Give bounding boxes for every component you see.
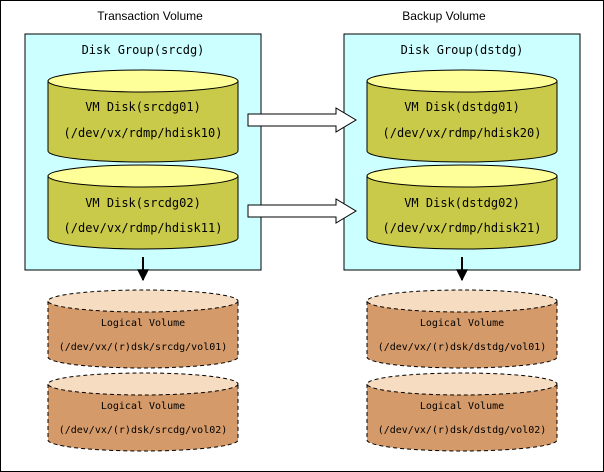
logical-volume-name: Logical Volume: [101, 318, 185, 329]
vm-disk-srcdg02: VM Disk(srcdg02) (/dev/vx/rdmp/hdisk11): [47, 164, 239, 250]
logical-volume-path: (/dev/vx/(r)dsk/dstdg/vol02): [378, 425, 547, 436]
disk-group-label-dstdg: Disk Group(dstdg): [401, 43, 524, 57]
logical-volume-path: (/dev/vx/(r)dsk/dstdg/vol01): [378, 342, 547, 353]
vm-disk-name: VM Disk(srcdg01): [85, 100, 201, 114]
vm-disk-name: VM Disk(dstdg02): [404, 196, 520, 210]
copy-arrow-disk02: [247, 198, 357, 224]
logical-volume-dstdg-vol02: Logical Volume (/dev/vx/(r)dsk/dstdg/vol…: [366, 372, 558, 452]
vm-disk-name: VM Disk(dstdg01): [404, 100, 520, 114]
logical-volume-srcdg-vol01: Logical Volume (/dev/vx/(r)dsk/srcdg/vol…: [47, 289, 239, 369]
logical-volume-dstdg-vol01: Logical Volume (/dev/vx/(r)dsk/dstdg/vol…: [366, 289, 558, 369]
vm-disk-path: (/dev/vx/rdmp/hdisk20): [383, 126, 542, 140]
logical-volume-path: (/dev/vx/(r)dsk/srcdg/vol01): [59, 342, 228, 353]
logical-volume-srcdg-vol02: Logical Volume (/dev/vx/(r)dsk/srcdg/vol…: [47, 372, 239, 452]
logical-volume-name: Logical Volume: [420, 318, 504, 329]
logical-volume-name: Logical Volume: [101, 401, 185, 412]
copy-arrow-disk01: [247, 107, 357, 133]
disk-group-label-srcdg: Disk Group(srcdg): [82, 43, 205, 57]
vm-disk-srcdg01: VM Disk(srcdg01) (/dev/vx/rdmp/hdisk10): [47, 69, 239, 163]
transaction-volume-header: Transaction Volume: [97, 9, 203, 23]
vm-disk-dstdg02: VM Disk(dstdg02) (/dev/vx/rdmp/hdisk21): [366, 164, 558, 250]
logical-volume-path: (/dev/vx/(r)dsk/srcdg/vol02): [59, 425, 228, 436]
vm-disk-dstdg01: VM Disk(dstdg01) (/dev/vx/rdmp/hdisk20): [366, 69, 558, 163]
vm-disk-path: (/dev/vx/rdmp/hdisk21): [383, 221, 542, 235]
backup-volume-header: Backup Volume: [402, 9, 486, 23]
vm-disk-path: (/dev/vx/rdmp/hdisk10): [64, 126, 223, 140]
vm-disk-name: VM Disk(srcdg02): [85, 196, 201, 210]
vm-disk-path: (/dev/vx/rdmp/hdisk11): [64, 221, 223, 235]
logical-volume-name: Logical Volume: [420, 401, 504, 412]
